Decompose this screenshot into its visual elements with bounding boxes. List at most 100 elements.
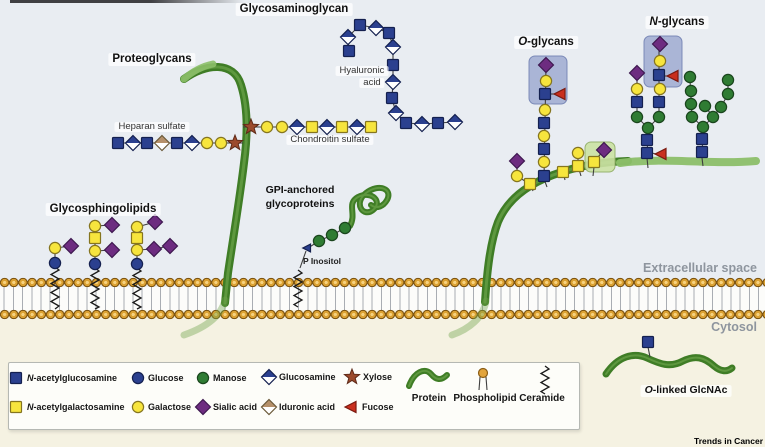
proteoglycan-protein-tail xyxy=(180,296,229,339)
diamond-glyph-GN xyxy=(288,118,306,136)
circle-glyph-Y xyxy=(130,220,144,234)
diamond-glyph-GN xyxy=(348,118,366,136)
o-glcnac-protein-sheen xyxy=(605,354,733,375)
square-glyph-B xyxy=(538,87,552,101)
o-glycan-core-protein-sheen xyxy=(483,159,630,304)
diamond-glyph-P xyxy=(145,240,163,258)
legend-protein-icon-sheen xyxy=(408,369,448,387)
square-glyph-Y xyxy=(88,231,102,245)
square-glyph-Y xyxy=(556,165,570,179)
diamond-glyph-GN xyxy=(349,119,365,127)
glycan-link xyxy=(478,376,481,391)
diamond-glyph-P xyxy=(103,241,121,259)
glycan-link xyxy=(592,166,595,177)
square-glyph-Y xyxy=(523,177,537,191)
circle-glyph-B xyxy=(131,371,145,385)
circle-glyph-G xyxy=(338,221,352,235)
diamond-glyph-ID xyxy=(260,398,278,416)
square-glyph-B xyxy=(640,133,654,147)
diamond-glyph-GN xyxy=(124,134,142,152)
square-glyph-B xyxy=(641,335,655,349)
diamond-glyph-GN xyxy=(318,118,336,136)
circle-glyph-G xyxy=(721,87,735,101)
circle-glyph-G xyxy=(698,99,712,113)
circle-glyph-G xyxy=(630,110,644,124)
circle-glyph-O xyxy=(477,367,489,379)
square-glyph-B xyxy=(353,18,367,32)
diamond-glyph-P xyxy=(508,152,526,170)
square-glyph-B xyxy=(170,136,184,150)
square-glyph-B xyxy=(652,68,666,82)
diamond-glyph-GN xyxy=(368,28,384,36)
square-glyph-Y xyxy=(305,120,319,134)
triangle-glyph-R xyxy=(343,400,357,414)
circle-glyph-G xyxy=(684,97,698,111)
diamond-glyph-ID xyxy=(154,135,170,143)
diamond-glyph-GN xyxy=(368,20,384,28)
diamond-glyph-P xyxy=(194,398,212,416)
square-glyph-B xyxy=(382,26,396,40)
membrane-lipid-tails xyxy=(0,287,765,310)
circle-glyph-Y xyxy=(131,400,145,414)
square-glyph-Y xyxy=(335,120,349,134)
diamond-glyph-GN xyxy=(125,143,141,151)
diamond-glyph-GN xyxy=(261,369,277,377)
square-glyph-B xyxy=(399,116,413,130)
membrane-outer-leaflet xyxy=(0,277,765,288)
square-glyph-B xyxy=(431,116,445,130)
diamond-glyph-GN xyxy=(447,122,463,130)
diamond-glyph-ID xyxy=(154,143,170,151)
circle-glyph-G xyxy=(641,121,655,135)
circle-glyph-B xyxy=(88,257,102,271)
diamond-glyph-GN xyxy=(184,135,200,143)
square-glyph-B xyxy=(695,145,709,159)
circle-glyph-Y xyxy=(260,120,274,134)
square-glyph-B xyxy=(630,95,644,109)
circle-glyph-G xyxy=(721,73,735,87)
square-glyph-B xyxy=(9,371,23,385)
diamond-glyph-P xyxy=(651,35,669,53)
circle-glyph-Y xyxy=(275,120,289,134)
diamond-glyph-GN xyxy=(414,124,430,132)
o-glycan-core-protein xyxy=(481,157,632,306)
circle-glyph-Y xyxy=(510,169,524,183)
diamond-glyph-GN xyxy=(340,37,356,45)
glycan-link xyxy=(647,346,651,358)
square-glyph-B xyxy=(695,132,709,146)
circle-glyph-Y xyxy=(88,244,102,258)
circle-glyph-G xyxy=(683,70,697,84)
diamond-glyph-ID xyxy=(153,134,171,152)
diamond-glyph-GN xyxy=(183,134,201,152)
membrane-inner-leaflet xyxy=(0,309,765,320)
legend-ceramide-icon xyxy=(539,365,551,395)
square-glyph-B xyxy=(537,116,551,130)
diamond-glyph-GN xyxy=(261,377,277,385)
circle-glyph-Y xyxy=(653,82,667,96)
diamond-glyph-GN xyxy=(388,105,404,113)
diamond-glyph-GN xyxy=(289,127,305,135)
circle-glyph-Y xyxy=(130,243,144,257)
square-glyph-B xyxy=(342,44,356,58)
triangle-glyph-B xyxy=(301,243,312,253)
proteoglycan-core-protein xyxy=(180,63,251,307)
circle-glyph-Y xyxy=(538,103,552,117)
xylose-star-glyph xyxy=(226,133,244,151)
circle-glyph-B xyxy=(130,257,144,271)
diamond-glyph-GN xyxy=(339,28,357,46)
square-glyph-B xyxy=(111,136,125,150)
diamond-glyph-GN xyxy=(289,119,305,127)
top-border-line xyxy=(10,0,245,3)
diamond-glyph-GN xyxy=(340,29,356,37)
circle-glyph-G xyxy=(684,84,698,98)
circle-glyph-Y xyxy=(653,54,667,68)
diamond-glyph-ID xyxy=(261,407,277,415)
n-glycan-protein-band xyxy=(616,156,760,167)
diamond-glyph-GN xyxy=(349,127,365,135)
circle-glyph-G xyxy=(196,371,210,385)
diamond-glyph-GN xyxy=(385,39,401,47)
circle-glyph-G xyxy=(714,100,728,114)
circle-glyph-B xyxy=(48,256,62,270)
circle-glyph-G xyxy=(652,110,666,124)
